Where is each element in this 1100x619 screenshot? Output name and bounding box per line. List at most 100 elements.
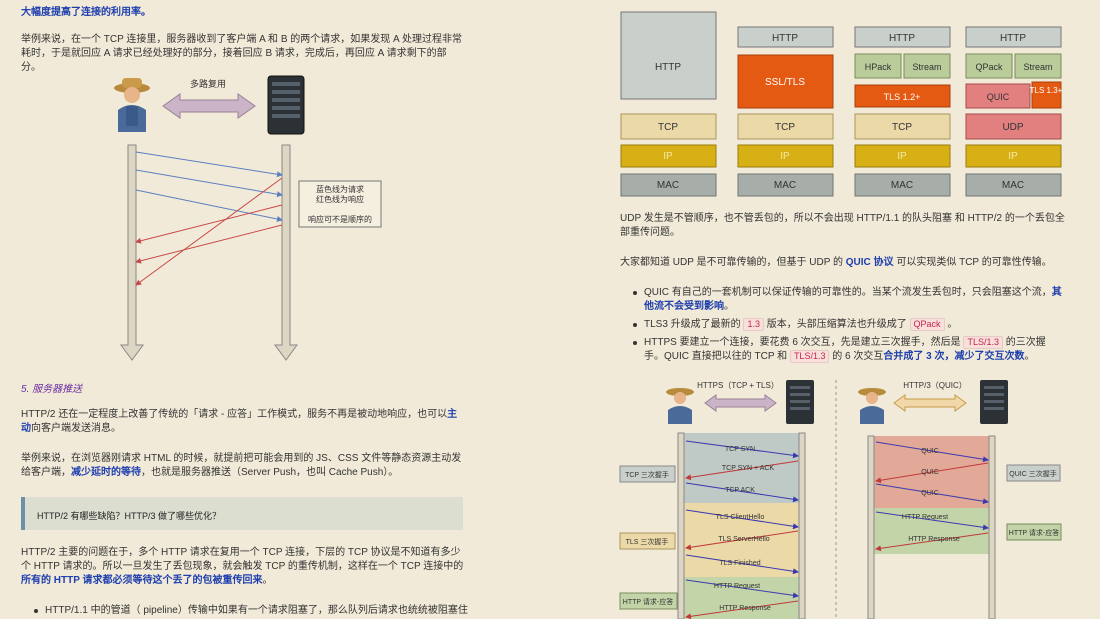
paragraph-server-push: HTTP/2 还在一定程度上改善了传统的「请求 - 应答」工作模式，服务不再是被… xyxy=(21,408,466,436)
stack4-udp: UDP xyxy=(1002,122,1023,133)
stack-http2: HTTP HPack Stream TLS 1.2+ TCP IP MAC xyxy=(854,26,951,197)
stack-http3: HTTP QPack Stream QUIC TLS 1.3+ UDP IP M… xyxy=(965,26,1063,197)
bullet-list-right: QUIC 有自己的一套机制可以保证传输的可靠性的。当某个流发生丢包时，只会阻塞这… xyxy=(630,286,1065,364)
protocol-stack-diagram: HTTP TCP IP MAC HTTP SSL/TLS TCP IP MAC xyxy=(620,11,1063,197)
text-span: HTTP/2 主要的问题在于，多个 HTTP 请求在复用一个 TCP 连接，下层… xyxy=(21,547,464,572)
text-span: 举例来说，在浏览器刚请求 HTML 的时候，就提前把可能会用到的 JS、CSS … xyxy=(21,453,462,478)
label-http-exchange: HTTP 请求-应答 xyxy=(623,597,673,606)
text-span: HTTPS 要建立一个连接，要花费 6 次交互，先是建立三次握手，然后是 xyxy=(644,337,964,348)
note-request: 蓝色线为请求 xyxy=(316,184,364,194)
msg-quic-3: QUIC xyxy=(921,490,939,497)
https-double-arrow xyxy=(704,394,777,412)
stack2-tcp: TCP xyxy=(775,122,795,133)
emphasis-reduce-wait: 减少延时的等待 xyxy=(71,467,141,478)
section-title-server-push: 5. 服务器推送 xyxy=(21,384,83,395)
stack3-stream: Stream xyxy=(912,62,941,72)
paragraph-udp: UDP 发生是不管顺序，也不管丢包的，所以不会出现 HTTP/1.1 的队头阻塞… xyxy=(620,213,1065,238)
text-span: 可以实现类似 TCP 的可靠性传输。 xyxy=(893,257,1052,268)
stack-https: HTTP SSL/TLS TCP IP MAC xyxy=(737,26,834,197)
msg-quic-http-response: HTTP Response xyxy=(908,536,960,543)
stack3-tls: TLS 1.2+ xyxy=(884,92,921,102)
msg-tls-clienthello: TLS ClientHello xyxy=(716,514,765,521)
stack2-http: HTTP xyxy=(772,33,798,44)
text-span: 版本，头部压缩算法也升级成了 xyxy=(763,319,910,330)
stack4-stream: Stream xyxy=(1023,62,1052,72)
list-item: HTTP/1.1 中的管道（ pipeline）传输中如果有一个请求阻塞了，那么… xyxy=(31,604,471,618)
msg-tls-serverhello: TLS ServerHello xyxy=(718,536,769,543)
server-icon xyxy=(786,380,814,424)
emphasis-active: 主动 xyxy=(21,409,458,434)
msg-http-request: HTTP Request xyxy=(714,583,760,590)
msg-quic-1: QUIC xyxy=(921,448,939,455)
stack4-tls: TLS 1.3+ xyxy=(1030,86,1063,95)
multiplex-diagram: 多路复用 蓝色线为请求 红色线为响应 响应可不是顺序的 xyxy=(114,75,382,361)
http3-title: HTTP/3（QUIC） xyxy=(903,381,967,390)
blockquote-http2-defects: HTTP/2 有哪些缺陷？HTTP/3 做了哪些优化？ xyxy=(21,497,463,530)
text-span: 的三次握手。QUIC 直接把以往的 TCP 和 xyxy=(644,337,1046,362)
label-quic-handshake: QUIC 三次握手 xyxy=(1009,469,1056,478)
stack4-quic: QUIC xyxy=(987,92,1010,102)
paragraph-http2-problem: HTTP/2 主要的问题在于，多个 HTTP 请求在复用一个 TCP 连接，下层… xyxy=(21,546,466,588)
inline-code: QPack xyxy=(909,318,945,331)
stack2-mac: MAC xyxy=(774,180,796,191)
stack3-http: HTTP xyxy=(889,33,915,44)
stack2-tls: SSL/TLS xyxy=(765,77,805,88)
stack3-mac: MAC xyxy=(891,180,913,191)
text-span: 的 6 次交互 xyxy=(829,351,884,362)
text-span: QUIC 有自己的一套机制可以保证传输的可靠性的。当某个流发生丢包时，只会阻塞这… xyxy=(644,287,1052,298)
https-title: HTTPS（TCP + TLS） xyxy=(697,381,779,390)
emphasis-merged: 合并成了 3 次，减少了交互次数 xyxy=(883,351,1025,362)
stack3-hpack: HPack xyxy=(865,62,892,72)
quic-double-arrow xyxy=(893,394,967,412)
msg-quic-2: QUIC xyxy=(921,469,939,476)
left-column: 大幅度提高了连接的利用率。 举例来说，在一个 TCP 连接里，服务器收到了客户端… xyxy=(0,0,480,619)
client-timeline xyxy=(120,144,144,361)
stack-http1: HTTP TCP IP MAC xyxy=(620,11,717,197)
text-span: 大家都知道 UDP 是不可靠传输的，但基于 UDP 的 xyxy=(620,257,846,268)
msg-http-response: HTTP Response xyxy=(719,605,771,612)
stack3-tcp: TCP xyxy=(892,122,912,133)
server-icon xyxy=(980,380,1008,424)
right-column: HTTP TCP IP MAC HTTP SSL/TLS TCP IP MAC xyxy=(600,0,1100,619)
text-span: 。 xyxy=(262,575,273,586)
stack1-mac: MAC xyxy=(657,180,679,191)
handshake-comparison-diagram: HTTPS（TCP + TLS） HTTP/3（QUIC） xyxy=(619,380,1062,619)
multiplex-double-arrow xyxy=(162,93,256,119)
emphasis-quic-protocol: QUIC 协议 xyxy=(845,257,894,268)
client-person-icon xyxy=(666,388,694,424)
server-icon xyxy=(267,75,305,135)
text-span: ，也就是服务器推送（Server Push，也叫 Cache Push）。 xyxy=(141,467,399,478)
multiplex-label: 多路复用 xyxy=(190,78,226,89)
msg-tcp-synack: TCP SYN + ACK xyxy=(722,465,775,472)
note-response: 红色线为响应 xyxy=(316,194,364,204)
label-tcp-handshake: TCP 三次握手 xyxy=(625,470,669,479)
stack4-ip: IP xyxy=(1008,151,1018,162)
text-span: 。 xyxy=(944,319,958,330)
paragraph-push-example: 举例来说，在浏览器刚请求 HTML 的时候，就提前把可能会用到的 JS、CSS … xyxy=(21,452,466,480)
text-span: 向客户端发送消息。 xyxy=(31,423,121,434)
emphasis-other-streams: 其他流不会受到影响 xyxy=(644,287,1062,312)
label-tls-handshake: TLS 三次握手 xyxy=(626,537,669,546)
client-person-icon xyxy=(858,388,886,424)
stack1-ip: IP xyxy=(663,151,673,162)
emphasis-retransmit: 所有的 HTTP 请求都必须等待这个丢了的包被重传回来 xyxy=(21,575,263,586)
stack1-tcp: TCP xyxy=(658,122,678,133)
inline-code: 1.3 xyxy=(743,318,764,331)
stack1-http: HTTP xyxy=(655,62,681,73)
server-timeline xyxy=(274,144,298,361)
label-quic-http-exchange: HTTP 请求-应答 xyxy=(1009,528,1059,537)
inline-code: TLS/1.3 xyxy=(963,336,1003,349)
note-order: 响应可不是顺序的 xyxy=(308,214,372,224)
msg-tls-finished: TLS Finished xyxy=(719,560,760,567)
msg-quic-http-request: HTTP Request xyxy=(902,514,948,521)
paragraph-quic-reliable: 大家都知道 UDP 是不可靠传输的，但基于 UDP 的 QUIC 协议 可以实现… xyxy=(620,256,1065,270)
text-span: TLS3 升级成了最新的 xyxy=(644,319,744,330)
list-item: HTTPS 要建立一个连接，要花费 6 次交互，先是建立三次握手，然后是 TLS… xyxy=(630,336,1065,364)
stack4-http: HTTP xyxy=(1000,33,1026,44)
msg-tcp-syn: TCP SYN xyxy=(725,446,755,453)
client-person-icon xyxy=(114,78,150,132)
stack3-ip: IP xyxy=(897,151,907,162)
stack4-mac: MAC xyxy=(1002,180,1024,191)
list-item: TLS3 升级成了最新的 1.3 版本，头部压缩算法也升级成了 QPack 。 xyxy=(630,318,1065,332)
text-span: 。 xyxy=(724,301,734,312)
